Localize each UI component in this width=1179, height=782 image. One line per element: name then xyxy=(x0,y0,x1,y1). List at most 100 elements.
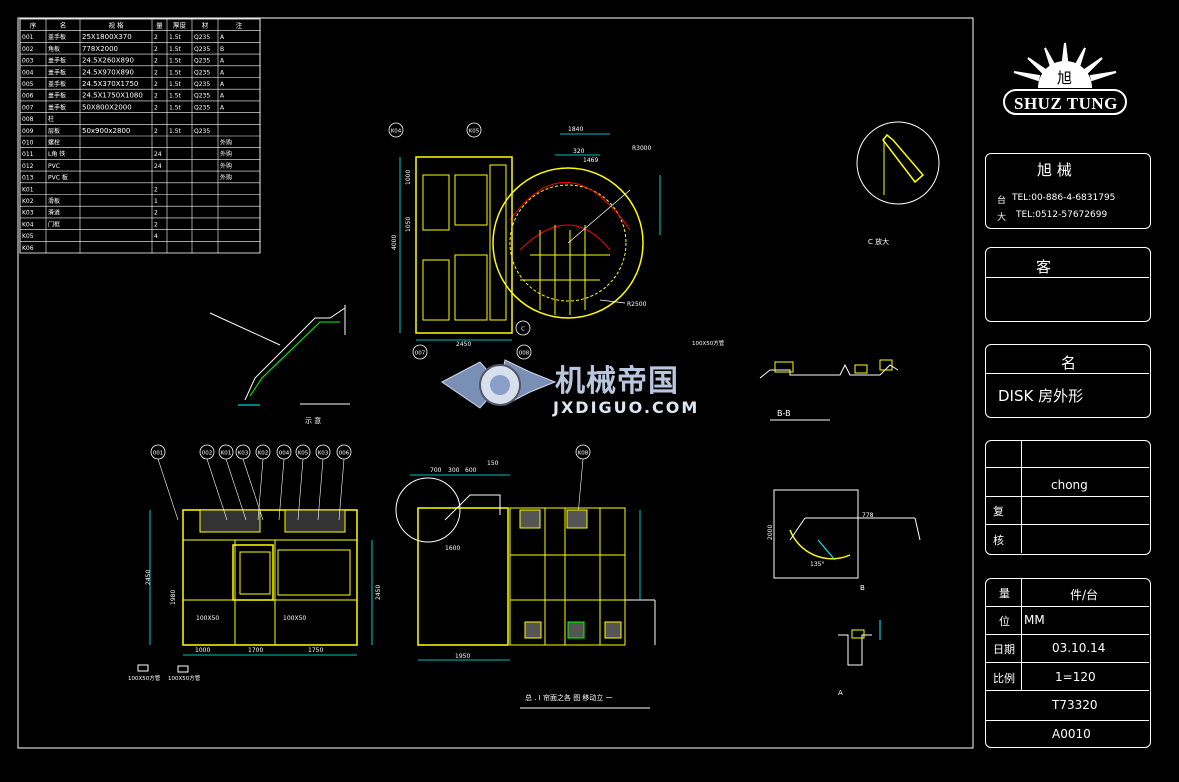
section-bb-tube-3 xyxy=(879,359,893,371)
bom-cell: A xyxy=(220,58,225,65)
balloon-K05 xyxy=(466,122,482,138)
radius-leader xyxy=(567,189,631,244)
tube-note: 100X50 xyxy=(283,615,306,622)
balloon-text: 007 xyxy=(415,351,426,357)
bom-cell: 012 xyxy=(22,163,34,170)
side-detail-circle xyxy=(395,477,461,543)
bom-cell: 007 xyxy=(22,104,34,111)
review-box xyxy=(985,440,1151,555)
dim-side-top2: 300 xyxy=(448,467,460,474)
balloon-text: K05 xyxy=(298,451,309,457)
side-outline xyxy=(417,507,509,646)
dim-side-top3: 600 xyxy=(465,467,477,474)
unit-label: 位 xyxy=(999,615,1010,628)
section-bb-tube-1 xyxy=(774,361,794,373)
view-b-arm-2 xyxy=(789,517,806,541)
balloon-leader xyxy=(257,458,264,521)
bom-cell: 001 xyxy=(22,34,34,41)
pipe-note: 100X50方管 xyxy=(692,339,725,347)
drawer-value: chong xyxy=(1051,478,1088,492)
customer-label: 客 xyxy=(1036,258,1052,276)
drawing-frame xyxy=(17,17,974,749)
balloon-text: K03 xyxy=(318,451,329,457)
bom-cell: 1.5t xyxy=(169,69,182,76)
dim-side-w: 1950 xyxy=(455,653,470,660)
bom-cell: 011 xyxy=(22,151,34,158)
bom-cell: 1.5t xyxy=(169,81,182,88)
qty-label: 量 xyxy=(999,587,1010,600)
bom-cell: 002 xyxy=(22,46,34,53)
bom-cell: 盖手板 xyxy=(48,92,66,100)
tel2: TEL:0512-57672699 xyxy=(1016,210,1108,220)
bom-cell: Q235 xyxy=(194,93,210,100)
view-b xyxy=(773,489,921,579)
review-label: 复 xyxy=(993,505,1004,518)
bom-cell: PVC 板 xyxy=(48,174,68,182)
bom-cell: 螺栓 xyxy=(48,139,60,147)
bom-cell: 2 xyxy=(154,221,158,228)
view-b-label: B xyxy=(860,584,865,592)
bom-cell: 2 xyxy=(154,81,158,88)
radius-leader-2 xyxy=(599,299,626,304)
dim-side-top1: 700 xyxy=(430,467,442,474)
bom-cell: 50X800X2000 xyxy=(82,103,132,111)
dim-d3: 1469 xyxy=(583,157,598,164)
dim-b-ang: 135° xyxy=(810,561,824,568)
side-elevation xyxy=(395,474,656,709)
balloon-leader xyxy=(242,458,264,521)
unit-value: MM xyxy=(1024,613,1045,627)
bom-cell: 1 xyxy=(154,198,158,205)
balloon-text: 002 xyxy=(202,451,213,457)
top-view xyxy=(399,133,661,341)
bom-cell: 50x900x2800 xyxy=(82,127,130,135)
spec-row4 xyxy=(985,690,1149,691)
dim-top-h: 4000 xyxy=(391,235,398,250)
bom-cell: 010 xyxy=(22,140,34,147)
bom-cell: 外购 xyxy=(220,139,232,147)
view-bb-label: B-B xyxy=(777,409,791,418)
bom-cell: 003 xyxy=(22,58,34,65)
spec-row3 xyxy=(985,662,1149,663)
bom-cell: 1.5t xyxy=(169,58,182,65)
bom-cell: 2 xyxy=(154,69,158,76)
drawing-number: T73320 xyxy=(1052,698,1098,712)
bom-cell: K06 xyxy=(22,245,34,252)
logo-banner xyxy=(1003,89,1127,115)
balloon-C xyxy=(515,320,531,336)
bom-cell: A xyxy=(220,81,225,88)
company-name: 旭 械 xyxy=(1037,161,1072,179)
side-grid xyxy=(509,507,626,646)
balloon-008 xyxy=(516,344,532,360)
mesh-panel-1 xyxy=(422,174,450,231)
balloon-leader xyxy=(278,458,285,521)
bom-header-cell: 注 xyxy=(236,21,243,30)
bom-cell: 盖手板 xyxy=(48,80,66,88)
bom-cell: K03 xyxy=(22,210,34,217)
dim-d1: 1840 xyxy=(568,126,583,133)
mesh-panel-2 xyxy=(422,259,450,321)
scale-label: 比例 xyxy=(993,672,1015,685)
bom-cell: 24.5X370X1750 xyxy=(82,80,138,88)
bom-cell: 外购 xyxy=(220,162,232,170)
bom-cell: 1.5t xyxy=(169,34,182,41)
side-rail xyxy=(444,494,501,521)
bom-header-cell: 序 xyxy=(30,21,37,30)
company-box xyxy=(985,153,1151,229)
balloon-leader xyxy=(577,458,584,516)
bom-cell: Q235 xyxy=(194,81,210,88)
bom-cell: A xyxy=(220,69,225,76)
dim-d5: 1000 xyxy=(405,170,412,185)
view-a-profile xyxy=(838,634,872,666)
bom-cell: PVC xyxy=(48,163,60,170)
bom-header-cell: 规 格 xyxy=(108,21,124,30)
bom-cell: 006 xyxy=(22,93,34,100)
bom-cell: 1.5t xyxy=(169,104,182,111)
bom-cell: 2 xyxy=(154,128,158,135)
watermark-en: JXDIGUO.COM xyxy=(553,398,700,417)
balloon-text: 004 xyxy=(279,451,290,457)
schematic-leader xyxy=(209,312,281,346)
side-mesh-1 xyxy=(519,509,541,529)
bom-cell: 滑板 xyxy=(48,197,60,205)
